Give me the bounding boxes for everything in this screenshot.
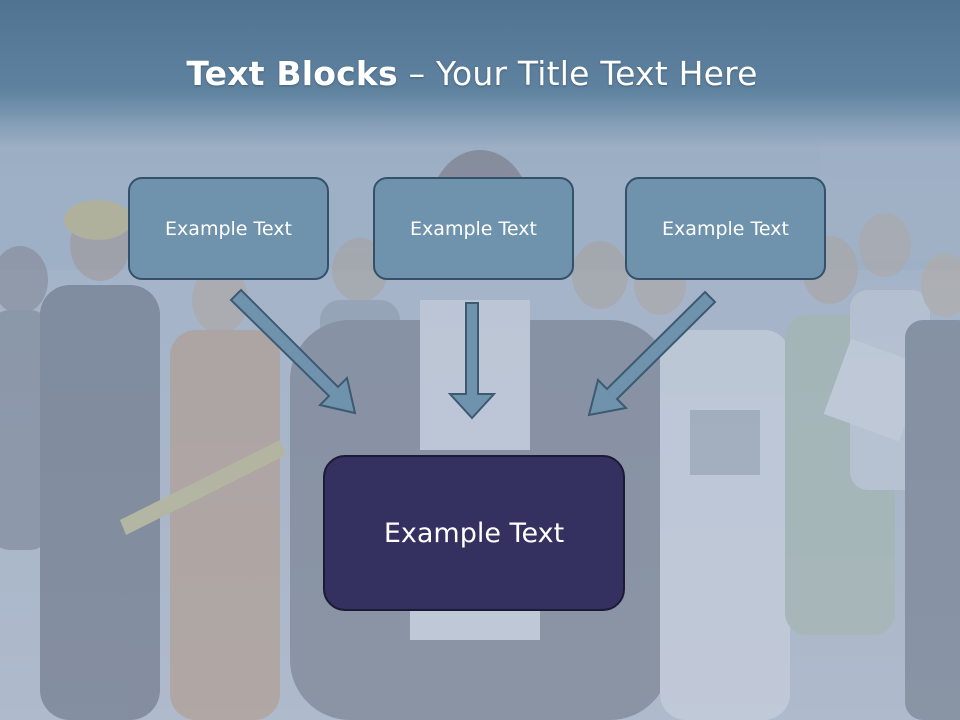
arrow-left [229,288,357,415]
text-block-2[interactable]: Example Text [373,177,574,280]
text-block-3[interactable]: Example Text [625,177,826,280]
title-bold-text: Text Blocks [186,54,398,93]
text-block-1-label: Example Text [165,217,292,240]
text-block-3-label: Example Text [662,217,789,240]
text-block-1[interactable]: Example Text [128,177,329,280]
title-rest-text: Your Title Text Here [435,54,758,93]
arrow-center [447,302,497,420]
text-block-2-label: Example Text [410,217,537,240]
title-dash: – [397,54,436,93]
arrow-right [587,290,717,417]
main-text-block[interactable]: Example Text [323,455,625,611]
slide-title: Text Blocks – Your Title Text Here [0,54,944,93]
header-band [0,0,960,150]
main-text-block-label: Example Text [383,517,565,549]
